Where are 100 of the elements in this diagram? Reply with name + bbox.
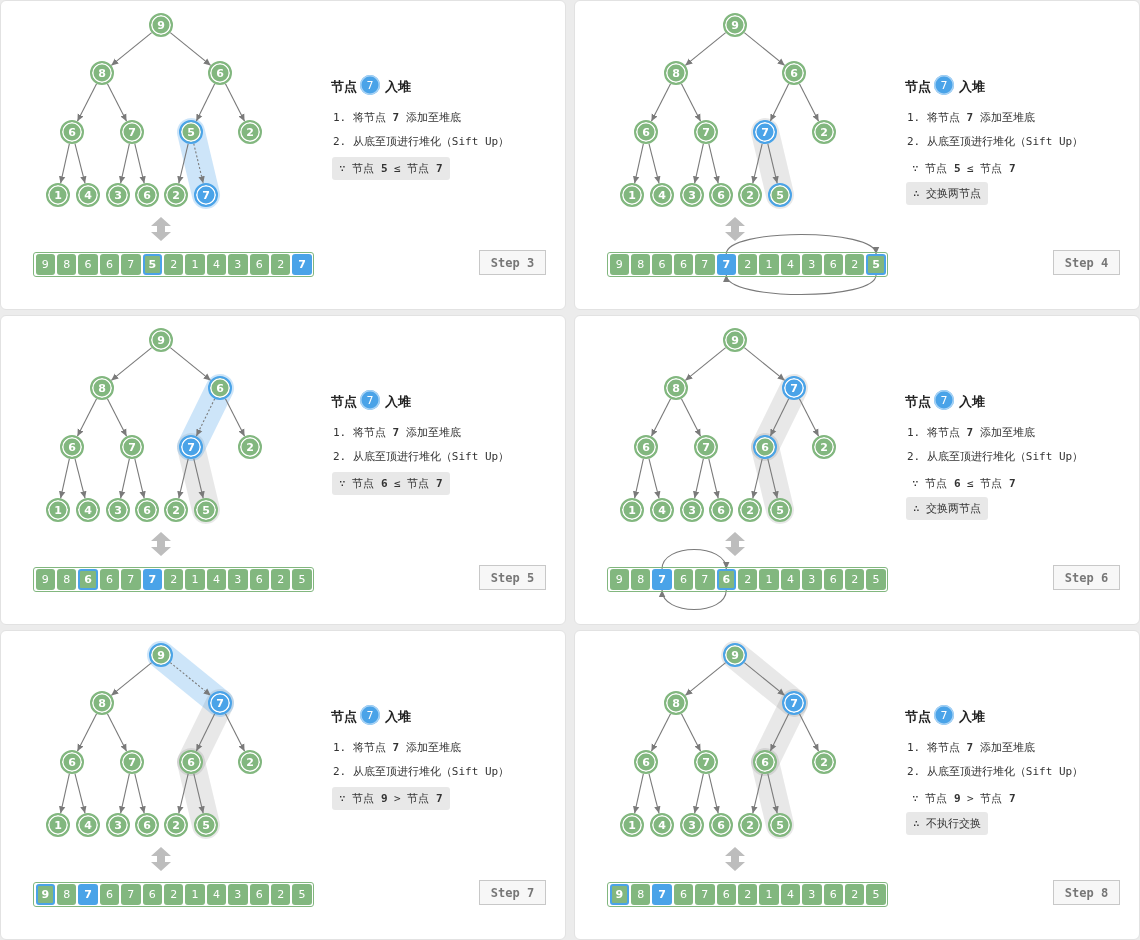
tree-node: 7 xyxy=(694,120,718,144)
array-cell: 7 xyxy=(121,569,141,590)
tree-node: 9 xyxy=(149,13,173,37)
tree-node: 2 xyxy=(164,498,188,522)
array-cell: 8 xyxy=(630,254,651,275)
arrow xyxy=(680,398,702,437)
tree-node: 9 xyxy=(723,13,747,37)
tree-node: 6 xyxy=(208,61,232,85)
node-badge: 7 xyxy=(360,75,380,95)
arrow xyxy=(684,662,727,696)
array-cell: 2 xyxy=(737,884,758,905)
tree-node: 2 xyxy=(738,183,762,207)
heading-text: 节点 xyxy=(331,393,357,411)
array-cell: 2 xyxy=(163,569,184,590)
arrow xyxy=(177,143,189,184)
arrow xyxy=(195,713,216,752)
step-tag: Step 6 xyxy=(1053,565,1120,590)
node-badge: 7 xyxy=(934,705,954,725)
heading-text: 节点 xyxy=(905,708,931,726)
array-cell: 6 xyxy=(249,884,269,905)
tree-node: 4 xyxy=(76,498,100,522)
step-tag: Step 5 xyxy=(479,565,546,590)
condition-note: ∴ 交换两节点 xyxy=(906,182,989,205)
arrow xyxy=(110,32,153,66)
array-cell: 7 xyxy=(142,569,162,590)
tree-node: 7 xyxy=(120,120,144,144)
array-cell: 8 xyxy=(630,569,651,590)
arrow xyxy=(743,32,786,66)
tree-node: 7 xyxy=(179,435,203,459)
array-cell: 7 xyxy=(121,254,141,275)
arrow xyxy=(177,773,189,814)
array-cell: 4 xyxy=(780,569,801,590)
tree-node: 9 xyxy=(149,328,173,352)
arrow xyxy=(59,143,70,184)
array-cell: 9 xyxy=(609,254,629,275)
array-cell: 6 xyxy=(716,569,736,590)
tree-node: 2 xyxy=(164,183,188,207)
arrow xyxy=(693,773,704,814)
swap-arrow xyxy=(725,233,877,255)
array-cell: 6 xyxy=(249,569,269,590)
tree-node: 2 xyxy=(238,750,262,774)
arrow xyxy=(648,143,661,184)
array-cell: 6 xyxy=(823,884,843,905)
arrow xyxy=(751,143,763,184)
tree-node: 7 xyxy=(753,120,777,144)
heading-text: 入堆 xyxy=(959,393,985,411)
step-card xyxy=(574,630,1140,940)
array-cell: 2 xyxy=(844,884,865,905)
array-cell: 1 xyxy=(759,884,779,905)
tree-node: 6 xyxy=(634,435,658,459)
array-cell: 6 xyxy=(652,254,672,275)
array-cell: 2 xyxy=(737,254,758,275)
array-cell: 1 xyxy=(759,569,779,590)
array-cell: 7 xyxy=(695,254,715,275)
array-cell: 3 xyxy=(802,884,822,905)
arrow xyxy=(110,347,153,381)
tree-node: 1 xyxy=(620,813,644,837)
arrow xyxy=(708,458,720,499)
array-cell: 7 xyxy=(716,254,736,275)
heading-text: 入堆 xyxy=(385,78,411,96)
arrow xyxy=(743,347,786,381)
array-cell: 8 xyxy=(56,569,77,590)
arrow xyxy=(798,398,820,437)
arrow xyxy=(798,713,820,752)
tree-node: 1 xyxy=(46,183,70,207)
tree-node: 6 xyxy=(782,61,806,85)
heading-text: 节点 xyxy=(905,78,931,96)
arrow xyxy=(680,83,702,122)
tree-node: 5 xyxy=(768,813,792,837)
arrow xyxy=(74,458,87,499)
arrow xyxy=(169,32,212,66)
tree-node: 7 xyxy=(694,750,718,774)
heading-text: 入堆 xyxy=(959,708,985,726)
array-cell: 6 xyxy=(673,569,694,590)
arrow xyxy=(59,458,70,499)
arrow xyxy=(751,458,763,499)
arrow xyxy=(798,83,820,122)
step-card xyxy=(0,0,566,310)
tree-node: 6 xyxy=(709,498,733,522)
tree-node: 6 xyxy=(135,183,159,207)
step-text: 1. 将节点 7 添加至堆底 xyxy=(907,740,1035,755)
array-bar xyxy=(607,882,888,907)
arrow xyxy=(650,83,672,122)
arrow xyxy=(224,83,246,122)
arrow xyxy=(76,398,98,437)
array-cell: 6 xyxy=(142,884,162,905)
step-text: 1. 将节点 7 添加至堆底 xyxy=(907,425,1035,440)
array-cell: 6 xyxy=(716,884,736,905)
tree-node: 6 xyxy=(753,435,777,459)
arrow xyxy=(110,662,153,696)
arrow xyxy=(106,713,128,752)
node-badge: 7 xyxy=(360,390,380,410)
arrow xyxy=(633,143,644,184)
tree-node: 6 xyxy=(709,813,733,837)
step-card xyxy=(0,630,566,940)
arrow xyxy=(224,398,246,437)
array-cell: 7 xyxy=(695,569,715,590)
step-text: 2. 从底至顶进行堆化（Sift Up） xyxy=(333,764,510,779)
tree-node: 7 xyxy=(782,691,806,715)
arrow xyxy=(119,773,130,814)
